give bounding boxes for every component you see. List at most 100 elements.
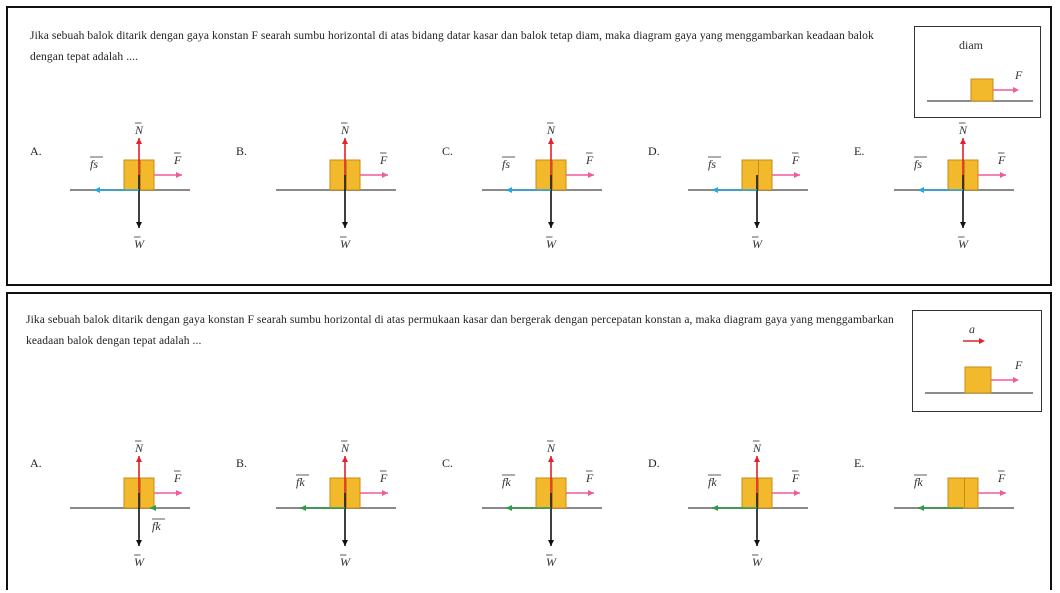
- weight-label: W: [752, 237, 763, 251]
- weight-arrowhead: [754, 222, 760, 228]
- weight-label: W: [546, 555, 557, 569]
- applied-force-arrowhead: [794, 490, 800, 496]
- applied-force-label: F: [585, 471, 594, 485]
- applied-force-arrowhead: [382, 172, 388, 178]
- acceleration-label: a: [969, 322, 975, 336]
- question-text-2: Jika sebuah balok ditarik dengan gaya ko…: [26, 314, 894, 347]
- weight-label: W: [340, 555, 351, 569]
- normal-force-arrowhead: [342, 138, 348, 144]
- applied-force-arrowhead: [1013, 377, 1019, 383]
- option-letter-5: E.: [854, 456, 865, 470]
- friction-arrowhead: [712, 187, 718, 193]
- situation-inset-1: diam F: [914, 26, 1041, 118]
- applied-force-arrowhead: [176, 490, 182, 496]
- applied-force-arrowhead: [382, 490, 388, 496]
- normal-force-label: N: [958, 123, 968, 137]
- friction-label: fk: [708, 475, 717, 489]
- question-panel-1: Jika sebuah balok ditarik dengan gaya ko…: [6, 6, 1052, 286]
- normal-force-label: N: [340, 441, 350, 455]
- state-label: diam: [959, 38, 984, 52]
- weight-label: W: [134, 237, 145, 251]
- block: [964, 366, 992, 394]
- applied-force-label: F: [1014, 68, 1023, 82]
- friction-arrowhead: [712, 505, 718, 511]
- weight-arrowhead: [342, 540, 348, 546]
- normal-force-label: N: [546, 441, 556, 455]
- applied-force-arrowhead: [588, 172, 594, 178]
- friction-label: fk: [152, 519, 161, 533]
- applied-force-label: F: [379, 471, 388, 485]
- applied-force-label: F: [791, 471, 800, 485]
- friction-arrowhead: [506, 505, 512, 511]
- applied-force-label: F: [585, 153, 594, 167]
- weight-label: W: [134, 555, 145, 569]
- applied-force-arrowhead: [794, 172, 800, 178]
- normal-force-arrowhead: [136, 456, 142, 462]
- friction-label: fk: [296, 475, 305, 489]
- option-letter-2: B.: [236, 144, 248, 158]
- friction-arrowhead: [918, 505, 924, 511]
- block: [947, 477, 979, 509]
- weight-arrowhead: [136, 540, 142, 546]
- free-body-diagram-2: F N Wfk: [276, 440, 396, 569]
- applied-force-arrowhead: [1000, 172, 1006, 178]
- normal-force-arrowhead: [548, 138, 554, 144]
- applied-force-label: F: [997, 153, 1006, 167]
- inset-diagram-static: diam F: [927, 38, 1033, 102]
- free-body-diagram-1: F N Wfk: [70, 440, 190, 569]
- weight-arrowhead: [548, 222, 554, 228]
- weight-arrowhead: [960, 222, 966, 228]
- normal-force-label: N: [134, 441, 144, 455]
- friction-label: fs: [708, 157, 716, 171]
- friction-arrowhead: [506, 187, 512, 193]
- normal-force-label: N: [752, 441, 762, 455]
- option-letter-5: E.: [854, 144, 865, 158]
- weight-label: W: [752, 555, 763, 569]
- applied-force-label: F: [997, 471, 1006, 485]
- applied-force-label: F: [173, 471, 182, 485]
- weight-arrowhead: [136, 222, 142, 228]
- friction-label: fs: [914, 157, 922, 171]
- friction-arrowhead: [94, 187, 100, 193]
- question-panel-2: Jika sebuah balok ditarik dengan gaya ko…: [6, 292, 1052, 590]
- normal-force-arrowhead: [548, 456, 554, 462]
- inset-diagram-motion: a F: [925, 322, 1033, 394]
- option-letter-1: A.: [30, 456, 42, 470]
- applied-force-arrowhead: [176, 172, 182, 178]
- free-body-diagram-3: F N Wfk: [482, 440, 602, 569]
- situation-inset-2: a F: [912, 310, 1042, 412]
- applied-force-label: F: [1014, 358, 1023, 372]
- option-letter-3: C.: [442, 144, 454, 158]
- weight-label: W: [340, 237, 351, 251]
- block: [970, 78, 994, 102]
- weight-label: W: [546, 237, 557, 251]
- friction-arrowhead: [150, 505, 156, 511]
- applied-force-label: F: [379, 153, 388, 167]
- applied-force-arrowhead: [1000, 490, 1006, 496]
- normal-force-label: N: [134, 123, 144, 137]
- option-letter-3: C.: [442, 456, 454, 470]
- friction-arrowhead: [918, 187, 924, 193]
- friction-label: fk: [502, 475, 511, 489]
- free-body-diagram-5: Ffk: [894, 470, 1014, 511]
- weight-arrowhead: [754, 540, 760, 546]
- option-letter-1: A.: [30, 144, 42, 158]
- normal-force-arrowhead: [754, 456, 760, 462]
- acceleration-arrowhead: [979, 338, 985, 344]
- friction-arrowhead: [300, 505, 306, 511]
- normal-force-arrowhead: [960, 138, 966, 144]
- friction-label: fk: [914, 475, 923, 489]
- normal-force-label: N: [340, 123, 350, 137]
- free-body-diagram-2: F N W: [276, 122, 396, 251]
- weight-arrowhead: [548, 540, 554, 546]
- option-letter-4: D.: [648, 144, 660, 158]
- normal-force-arrowhead: [136, 138, 142, 144]
- free-body-diagram-4: F N Wfk: [688, 440, 808, 569]
- applied-force-arrowhead: [588, 490, 594, 496]
- friction-label: fs: [502, 157, 510, 171]
- applied-force-arrowhead: [1013, 87, 1019, 93]
